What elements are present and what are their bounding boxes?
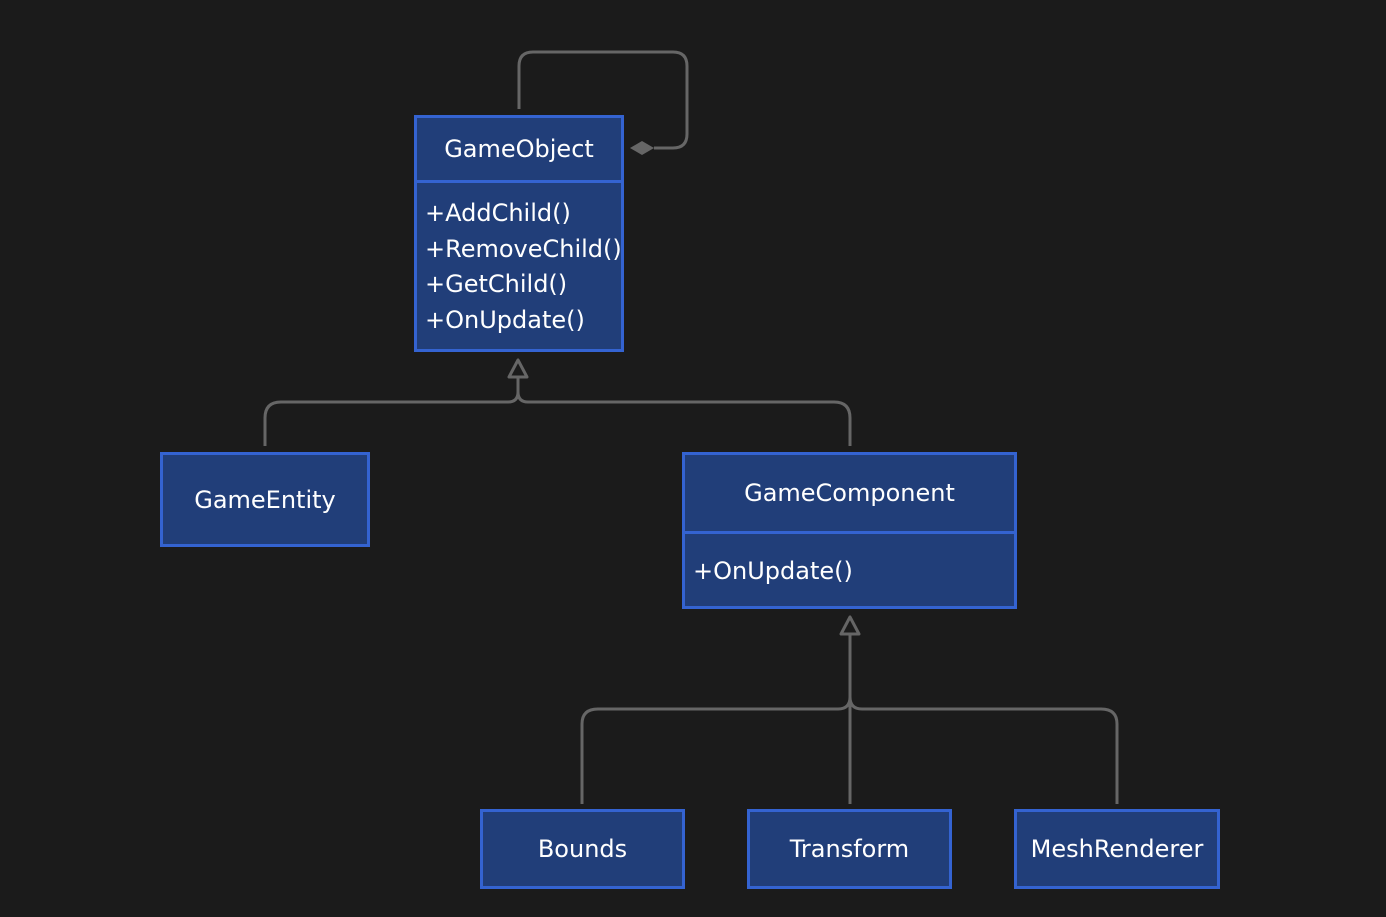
class-gameobject[interactable]: GameObject +AddChild() +RemoveChild() +G… xyxy=(414,115,624,352)
composition-self-loop-edge xyxy=(517,50,689,150)
class-name: GameComponent xyxy=(744,479,955,507)
class-gameentity[interactable]: GameEntity xyxy=(160,452,370,547)
class-name: GameEntity xyxy=(194,485,336,514)
method-item: +OnUpdate() xyxy=(693,557,853,585)
inheritance-edge-gamecomponent xyxy=(516,391,852,446)
inheritance-edge-gameentity xyxy=(263,377,520,446)
method-item: +RemoveChild() xyxy=(425,234,622,263)
inheritance-arrow-gameobject xyxy=(507,358,529,379)
class-name: Transform xyxy=(789,835,910,863)
method-item: +AddChild() xyxy=(425,199,571,227)
class-name: GameObject xyxy=(444,135,594,163)
inheritance-edge-meshrenderer xyxy=(848,696,1119,804)
method-item: +GetChild() xyxy=(425,270,568,298)
class-methods: +OnUpdate() xyxy=(685,531,1014,590)
composition-diamond-marker xyxy=(630,141,654,155)
class-methods: +AddChild() +RemoveChild() +GetChild() +… xyxy=(417,180,622,338)
class-name: Bounds xyxy=(537,835,628,863)
inheritance-arrow-gamecomponent xyxy=(839,615,861,636)
class-transform[interactable]: Transform xyxy=(747,809,952,889)
inheritance-edge-bounds xyxy=(580,634,852,804)
method-item: +OnUpdate() xyxy=(425,305,585,334)
class-gamecomponent[interactable]: GameComponent +OnUpdate() xyxy=(682,452,1017,609)
class-bounds[interactable]: Bounds xyxy=(480,809,685,889)
class-name: MeshRenderer xyxy=(1030,835,1204,863)
class-meshrenderer[interactable]: MeshRenderer xyxy=(1014,809,1220,889)
